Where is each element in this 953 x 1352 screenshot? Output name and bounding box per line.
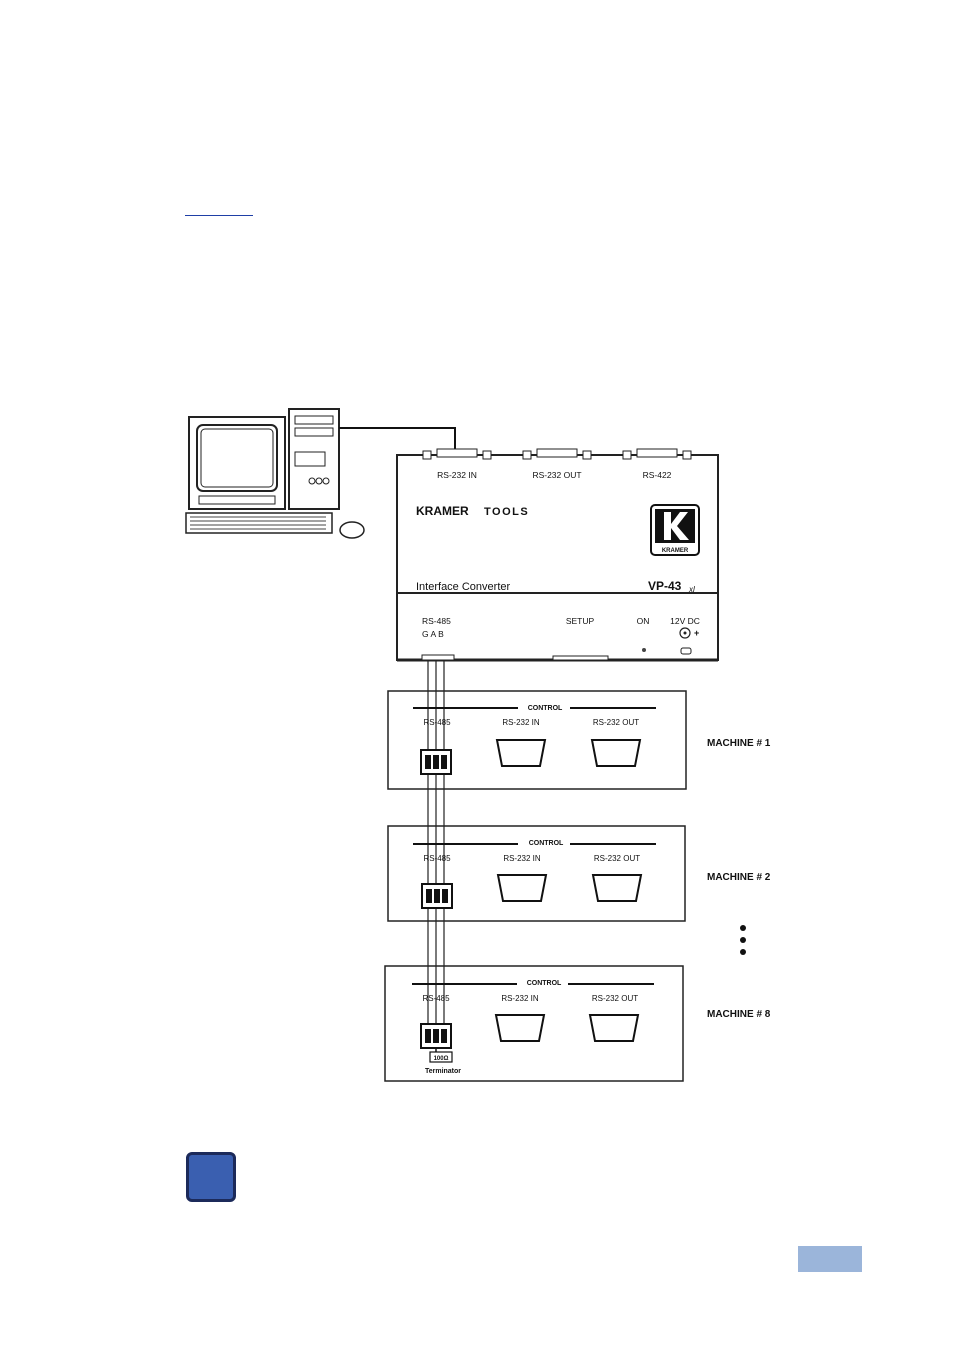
rs485-label: RS-485 bbox=[423, 854, 451, 863]
port-label: RS-422 bbox=[643, 470, 672, 480]
rs232-in-label: RS-232 IN bbox=[502, 718, 540, 727]
on-label: ON bbox=[637, 616, 650, 626]
machine-1: CONTROL RS-485 RS-232 IN RS-232 OUT MACH… bbox=[388, 691, 771, 789]
control-label: CONTROL bbox=[529, 840, 564, 847]
more-machines-dots bbox=[740, 925, 746, 955]
brand-suffix: TOOLS bbox=[484, 506, 529, 518]
page-number-tab bbox=[798, 1246, 862, 1272]
machine-2: CONTROL RS-485 RS-232 IN RS-232 OUT MACH… bbox=[388, 826, 771, 921]
rs485-label: RS-485 bbox=[423, 718, 451, 727]
control-label: CONTROL bbox=[528, 705, 563, 712]
machine-label: MACHINE # 1 bbox=[707, 738, 771, 749]
converter-unit: RS-232 IN RS-232 OUT RS-422 KRAMER TOOLS… bbox=[397, 449, 718, 660]
rs485-label: RS-485 bbox=[422, 994, 450, 1003]
rs232-in-label: RS-232 IN bbox=[501, 994, 539, 1003]
port-label: RS-232 IN bbox=[437, 470, 477, 480]
rs232-out-label: RS-232 OUT bbox=[592, 994, 638, 1003]
svg-text:+: + bbox=[694, 628, 699, 638]
setup-label: SETUP bbox=[566, 616, 595, 626]
model-suffix: xl bbox=[688, 585, 695, 594]
machine-8: CONTROL RS-485 RS-232 IN RS-232 OUT 100Ω… bbox=[385, 966, 771, 1081]
control-label: CONTROL bbox=[527, 980, 562, 987]
note-icon bbox=[186, 1152, 236, 1202]
gab-label: G A B bbox=[422, 629, 444, 639]
rs485-label: RS-485 bbox=[422, 616, 451, 626]
kramer-logo: KRAMER bbox=[651, 505, 699, 555]
product-desc: Interface Converter bbox=[416, 581, 510, 593]
dc-label: 12V DC bbox=[670, 616, 700, 626]
rs232-in-label: RS-232 IN bbox=[503, 854, 541, 863]
terminator-label: Terminator bbox=[425, 1068, 461, 1075]
machine-label: MACHINE # 2 bbox=[707, 872, 771, 883]
brand-label: KRAMER bbox=[416, 504, 469, 518]
model-name: VP-43 bbox=[648, 579, 682, 593]
rs232-out-label: RS-232 OUT bbox=[593, 718, 639, 727]
rs232-out-label: RS-232 OUT bbox=[594, 854, 640, 863]
port-label: RS-232 OUT bbox=[532, 470, 581, 480]
logo-text: KRAMER bbox=[662, 548, 689, 554]
machine-label: MACHINE # 8 bbox=[707, 1009, 771, 1020]
terminator-value: 100Ω bbox=[434, 1056, 449, 1062]
